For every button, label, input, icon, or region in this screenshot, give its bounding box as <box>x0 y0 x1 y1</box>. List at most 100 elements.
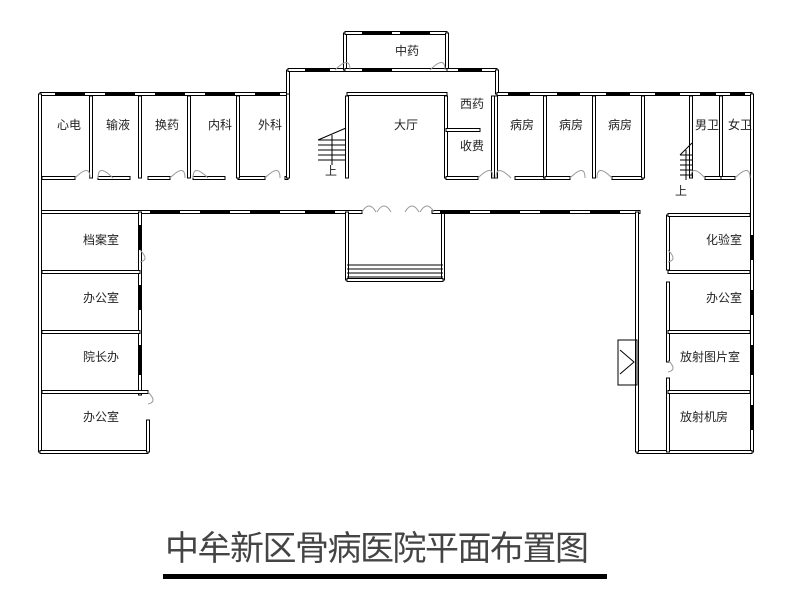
door-swing-icon <box>690 170 706 179</box>
windows <box>55 31 754 430</box>
window <box>750 345 754 375</box>
stairs-up-label-left: 上 <box>325 164 337 178</box>
doors <box>74 62 751 405</box>
window <box>655 92 680 96</box>
wall <box>494 95 498 179</box>
wall <box>286 93 290 179</box>
room-label-nanwei: 男卫 <box>695 118 719 132</box>
wall <box>41 330 141 334</box>
window <box>138 285 142 310</box>
door-swing-icon <box>419 205 435 213</box>
room-label-bingfang-1: 病房 <box>510 117 534 132</box>
door-swing-icon <box>477 170 494 179</box>
wall <box>147 176 171 180</box>
window <box>750 235 754 260</box>
room-label-bangong-2: 办公室 <box>83 409 119 424</box>
room-label-huanyao: 换药 <box>155 118 179 132</box>
door-swing-icon <box>139 249 146 263</box>
room-label-shuye: 输液 <box>106 117 130 132</box>
window <box>255 92 280 96</box>
wall <box>641 95 645 179</box>
wall <box>544 176 571 180</box>
room-label-xindian: 心电 <box>57 118 81 132</box>
room-label-shoufei: 收费 <box>460 139 484 153</box>
window <box>750 290 754 315</box>
wall <box>344 68 448 72</box>
wall <box>345 211 349 281</box>
window <box>362 68 392 72</box>
equipment-box <box>617 339 638 386</box>
window <box>458 68 482 72</box>
wall <box>495 69 499 95</box>
wall <box>689 95 693 179</box>
wall <box>38 93 42 453</box>
wall <box>704 176 722 180</box>
wall <box>719 95 723 179</box>
wall <box>611 176 644 180</box>
wall <box>345 95 349 179</box>
wall <box>346 92 448 96</box>
wall <box>441 211 445 281</box>
wall <box>445 176 479 180</box>
door-swing-icon <box>192 170 209 179</box>
plan-title: 中牟新区骨病医院平面布置图 <box>165 529 590 569</box>
wall <box>636 450 753 454</box>
wall <box>514 176 546 180</box>
wall <box>667 390 751 394</box>
window <box>150 210 180 214</box>
window <box>490 210 520 214</box>
window <box>362 31 392 35</box>
window <box>105 92 135 96</box>
room-label-dangan: 档案室 <box>83 232 119 247</box>
door-swing-icon <box>569 170 586 179</box>
room-label-bangong-3: 办公室 <box>706 290 742 305</box>
window <box>55 92 85 96</box>
wall <box>237 176 266 180</box>
room-label-fangshe-tupian: 放射图片室 <box>680 349 740 364</box>
door-swing-icon <box>596 170 613 179</box>
window <box>590 210 620 214</box>
room-label-zhongyao: 中药 <box>395 43 419 58</box>
window <box>730 92 745 96</box>
room-label-xiyao: 西药 <box>460 97 484 111</box>
wall <box>187 95 191 179</box>
equipment-box-mark <box>619 349 635 375</box>
window <box>440 210 470 214</box>
wall <box>666 281 670 363</box>
window <box>305 68 330 72</box>
window <box>606 92 630 96</box>
door-swing-icon <box>97 170 114 179</box>
wall <box>445 128 481 132</box>
wall <box>720 176 736 180</box>
wall <box>343 32 347 71</box>
wall <box>286 69 290 95</box>
walls <box>38 31 754 454</box>
room-label-nvwei: 女卫 <box>728 117 752 132</box>
wall <box>192 176 226 180</box>
wall <box>667 330 751 334</box>
title-underline <box>163 574 607 579</box>
wall <box>444 95 448 179</box>
door-swing-icon <box>429 62 446 71</box>
wall <box>39 450 149 454</box>
window <box>400 31 430 35</box>
window <box>305 210 335 214</box>
wall <box>635 211 639 453</box>
room-label-bingfang-2: 病房 <box>559 117 583 132</box>
wall <box>543 95 547 179</box>
wall <box>667 270 751 274</box>
window <box>250 210 280 214</box>
room-label-waike: 外科 <box>258 118 282 132</box>
door-swing-icon <box>376 205 392 213</box>
room-label-fangshe-jifang: 放射机房 <box>680 409 728 424</box>
room-label-neike: 内科 <box>208 118 232 132</box>
stair-rail <box>317 127 347 141</box>
wall <box>431 210 641 214</box>
door-swing-icon <box>667 359 674 373</box>
window <box>138 345 142 375</box>
wall <box>236 95 240 179</box>
door-swing-icon <box>147 391 154 405</box>
wall <box>41 176 76 180</box>
wall <box>146 419 150 453</box>
